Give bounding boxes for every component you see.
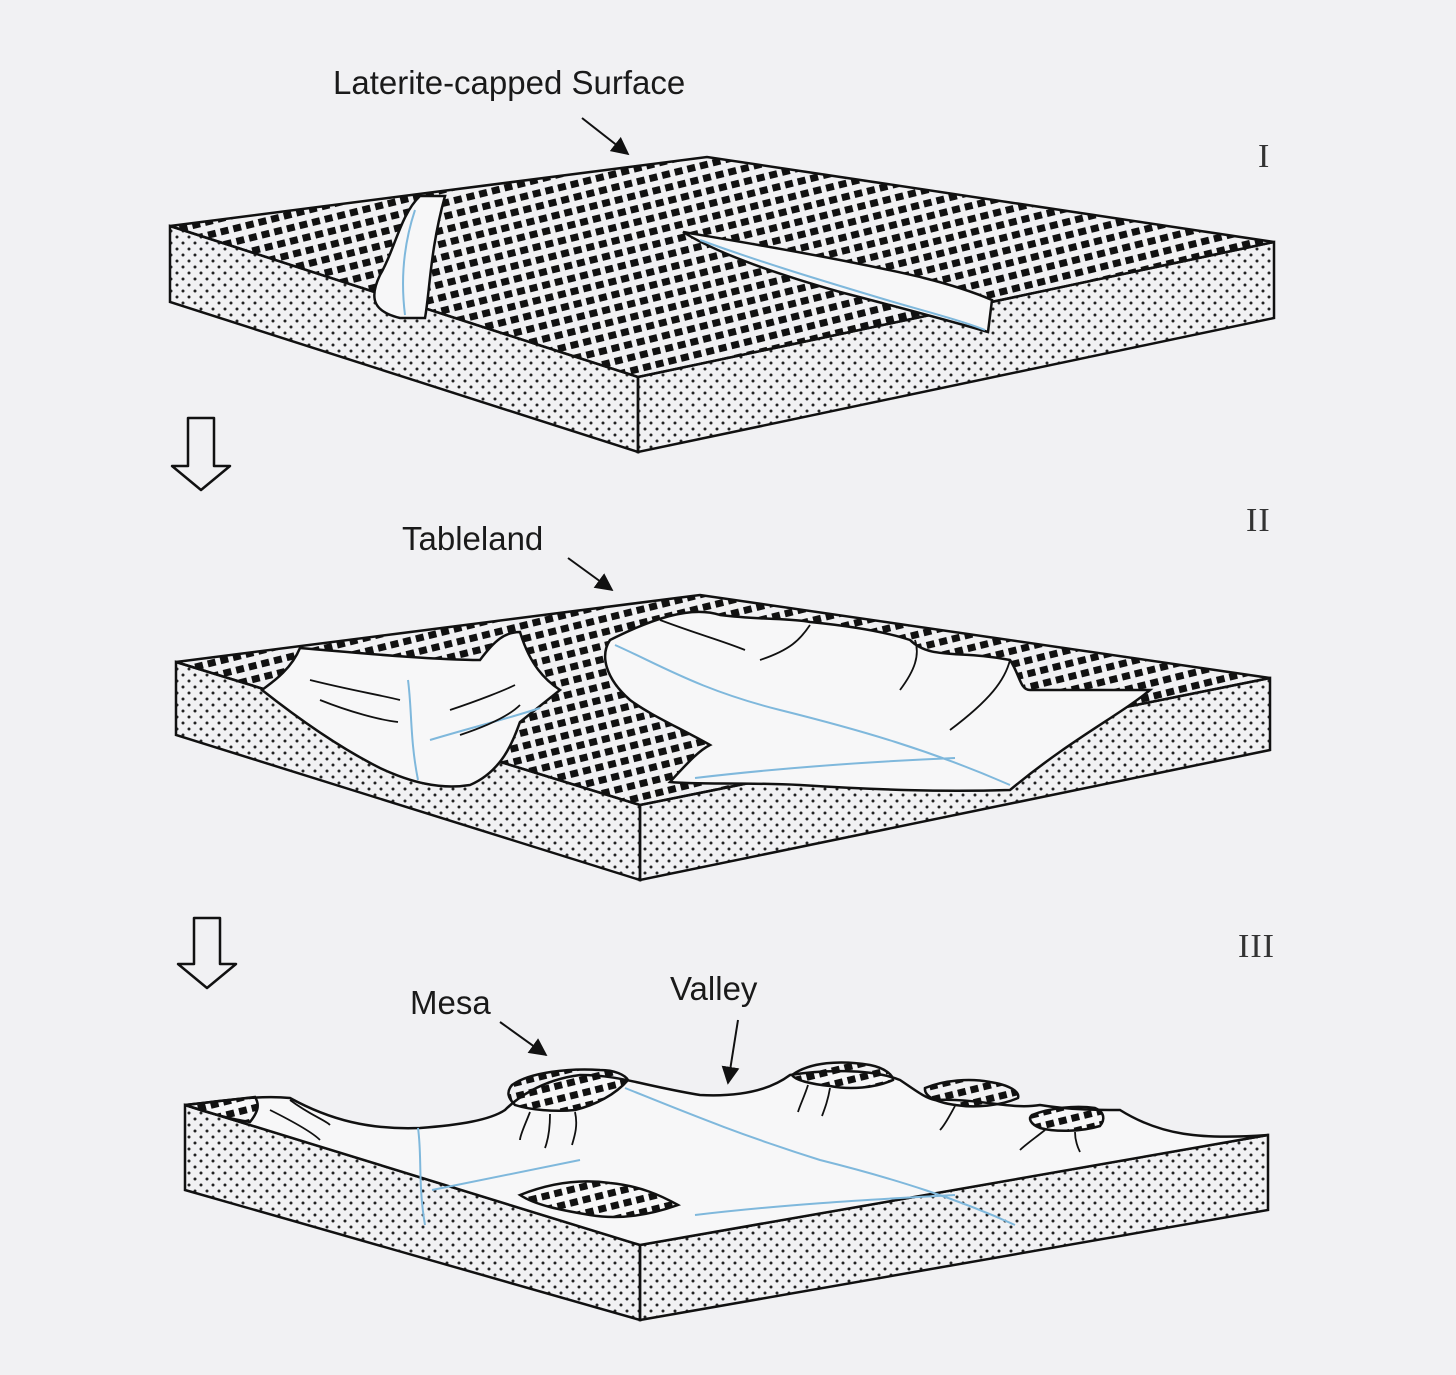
block-2-valley-right bbox=[603, 610, 1154, 793]
mesa-arrow bbox=[499, 1021, 548, 1057]
stage-numeral-2: II bbox=[1246, 502, 1271, 539]
laterite-capped-surface-label: Laterite-capped Surface bbox=[333, 64, 686, 101]
stage-numeral-1: I bbox=[1258, 138, 1271, 175]
mesa-cap-right-2 bbox=[923, 1078, 1020, 1108]
block-stage-2 bbox=[174, 593, 1272, 882]
laterite-capped-surface bbox=[169, 155, 1275, 379]
mesa-cap-right-1 bbox=[790, 1061, 895, 1090]
block-1-gully-right bbox=[682, 230, 994, 334]
valley-arrow bbox=[721, 1019, 740, 1085]
mesa-cap-main bbox=[507, 1068, 630, 1113]
mesa-cap-corner bbox=[184, 1095, 259, 1124]
stage-numeral-3: III bbox=[1238, 928, 1275, 965]
down-arrow-icon bbox=[176, 916, 238, 990]
block-1-gully-left bbox=[373, 194, 447, 320]
mesa-cap-right-3 bbox=[1028, 1105, 1105, 1132]
mesa-cap-front bbox=[517, 1180, 682, 1219]
block-stage-1 bbox=[168, 155, 1276, 454]
tableland-label: Tableland bbox=[402, 520, 544, 557]
block-stage-3 bbox=[183, 1061, 1270, 1322]
mesa-label: Mesa bbox=[410, 984, 491, 1021]
down-arrow-icon bbox=[170, 416, 232, 492]
block-1-gully-right-river bbox=[699, 239, 986, 331]
block-1-gully-left-river bbox=[402, 209, 416, 316]
tableland-arrow bbox=[567, 557, 614, 592]
valley-label: Valley bbox=[670, 970, 758, 1007]
laterite-arrow bbox=[581, 117, 630, 156]
